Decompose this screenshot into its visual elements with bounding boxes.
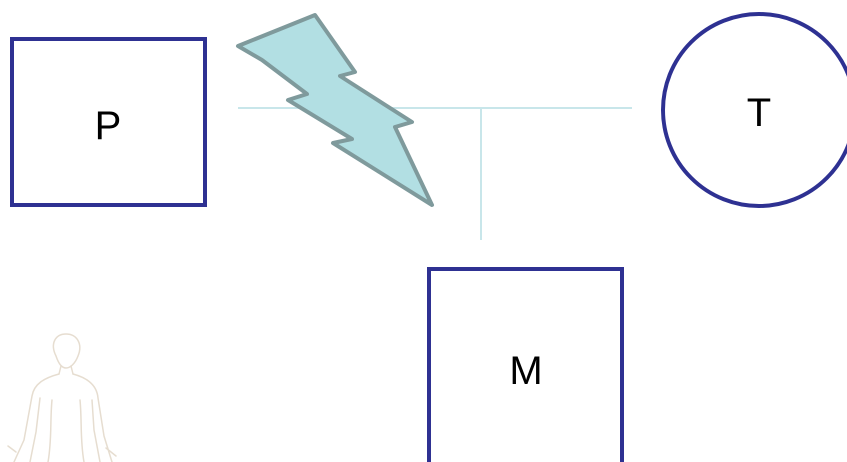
node-m-box xyxy=(427,267,624,462)
node-p-box xyxy=(10,37,207,207)
node-t: T xyxy=(661,12,847,208)
node-m: M xyxy=(427,267,624,462)
node-p: P xyxy=(10,37,207,207)
node-t-label: T xyxy=(747,91,771,135)
human-figure-icon xyxy=(7,333,117,462)
lightning-bolt-icon xyxy=(236,13,434,207)
node-p-label: P xyxy=(95,104,122,148)
node-m-label: M xyxy=(509,349,542,393)
node-t-circle xyxy=(661,12,847,208)
connector-lines xyxy=(238,107,632,240)
